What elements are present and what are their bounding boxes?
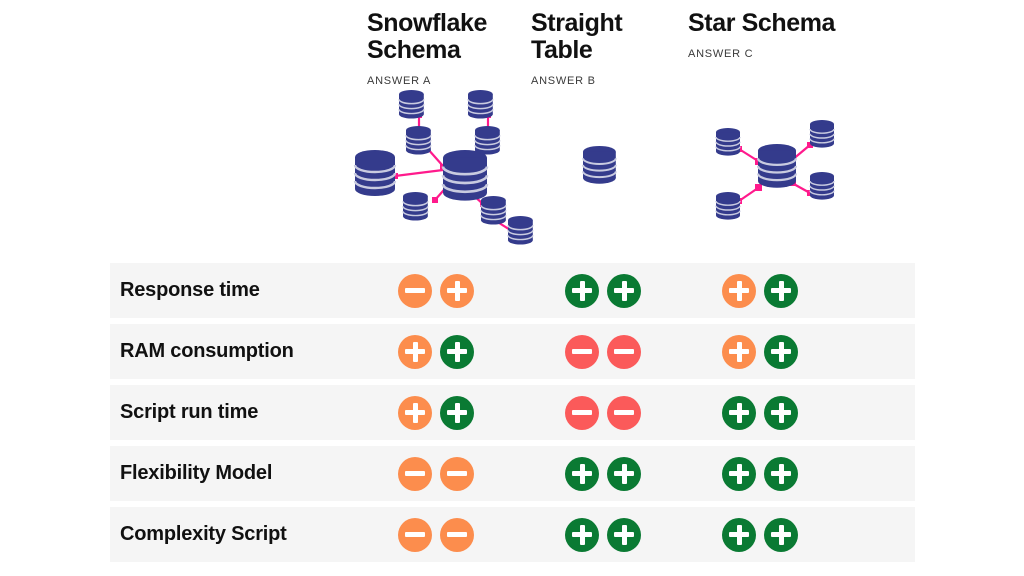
minus-orange-icon: [398, 456, 432, 491]
plus-orange-icon: [398, 395, 432, 430]
rating-cell-c: [722, 446, 798, 501]
plus-green-icon: [440, 334, 474, 369]
minus-orange-icon: [398, 517, 432, 552]
column-answer-label: ANSWER C: [688, 48, 754, 60]
db-node-top-right: [809, 119, 835, 149]
table-row: Flexibility Model: [110, 446, 915, 501]
column-title: Star Schema: [688, 9, 836, 37]
table-row: RAM consumption: [110, 324, 915, 379]
rating-cell-b: [565, 507, 641, 562]
column-title: Snowflake Schema: [367, 9, 488, 64]
plus-green-icon: [764, 334, 798, 369]
rating-cell-b: [565, 446, 641, 501]
db-node-upper-right-top: [467, 89, 494, 120]
db-node-single: [582, 145, 617, 185]
rating-cell-a: [398, 507, 474, 562]
rating-cell-a: [398, 263, 474, 318]
rating-cell-c: [722, 263, 798, 318]
straight-table-diagram: [555, 88, 655, 250]
db-node-left-large: [353, 148, 397, 198]
plus-orange-icon: [722, 334, 756, 369]
minus-red-icon: [607, 334, 641, 369]
plus-green-icon: [565, 456, 599, 491]
row-label: Script run time: [120, 401, 259, 423]
db-node-lower-right-end: [507, 215, 534, 246]
minus-orange-icon: [440, 517, 474, 552]
snowflake-schema-diagram: [353, 88, 535, 250]
db-node-bottom-left: [715, 191, 741, 221]
plus-green-icon: [764, 517, 798, 552]
db-node-upper-left-top: [398, 89, 425, 120]
db-node-center: [441, 148, 489, 202]
table-row: Complexity Script: [110, 507, 915, 562]
column-answer-label: ANSWER B: [531, 75, 596, 87]
row-label: Complexity Script: [120, 523, 287, 545]
plus-green-icon: [722, 395, 756, 430]
row-label: Flexibility Model: [120, 462, 273, 484]
row-label: Response time: [120, 279, 260, 301]
rating-cell-a: [398, 446, 474, 501]
table-row: Script run time: [110, 385, 915, 440]
plus-green-icon: [440, 395, 474, 430]
rating-cell-c: [722, 324, 798, 379]
db-node-bottom-right: [809, 171, 835, 201]
column-title: Straight Table: [531, 9, 623, 64]
plus-green-icon: [764, 273, 798, 308]
minus-red-icon: [565, 334, 599, 369]
plus-orange-icon: [398, 334, 432, 369]
rating-cell-c: [722, 385, 798, 440]
minus-orange-icon: [398, 273, 432, 308]
column-answer-label: ANSWER A: [367, 75, 432, 87]
column-header-snowflake-schema: Snowflake Schema ANSWER A: [367, 9, 567, 88]
plus-green-icon: [607, 273, 641, 308]
rating-cell-c: [722, 507, 798, 562]
column-header-star-schema: Star Schema ANSWER C: [688, 9, 888, 61]
plus-orange-icon: [722, 273, 756, 308]
rating-cell-a: [398, 385, 474, 440]
plus-green-icon: [722, 517, 756, 552]
db-node-lower-left: [402, 191, 429, 222]
plus-green-icon: [764, 395, 798, 430]
row-label: RAM consumption: [120, 340, 294, 362]
db-node-center: [756, 142, 798, 189]
rating-cell-b: [565, 324, 641, 379]
db-node-top-left: [715, 127, 741, 157]
plus-green-icon: [565, 273, 599, 308]
column-header-straight-table: Straight Table ANSWER B: [531, 9, 731, 88]
rating-cell-b: [565, 385, 641, 440]
plus-orange-icon: [440, 273, 474, 308]
minus-red-icon: [565, 395, 599, 430]
db-node-upper-left-mid: [405, 125, 432, 156]
plus-green-icon: [607, 456, 641, 491]
plus-green-icon: [764, 456, 798, 491]
minus-orange-icon: [440, 456, 474, 491]
minus-red-icon: [607, 395, 641, 430]
table-row: Response time: [110, 263, 915, 318]
rating-cell-b: [565, 263, 641, 318]
plus-green-icon: [565, 517, 599, 552]
plus-green-icon: [722, 456, 756, 491]
star-schema-diagram: [700, 88, 850, 250]
plus-green-icon: [607, 517, 641, 552]
rating-cell-a: [398, 324, 474, 379]
db-node-upper-right-mid: [474, 125, 501, 156]
db-node-lower-right-mid: [480, 195, 507, 226]
